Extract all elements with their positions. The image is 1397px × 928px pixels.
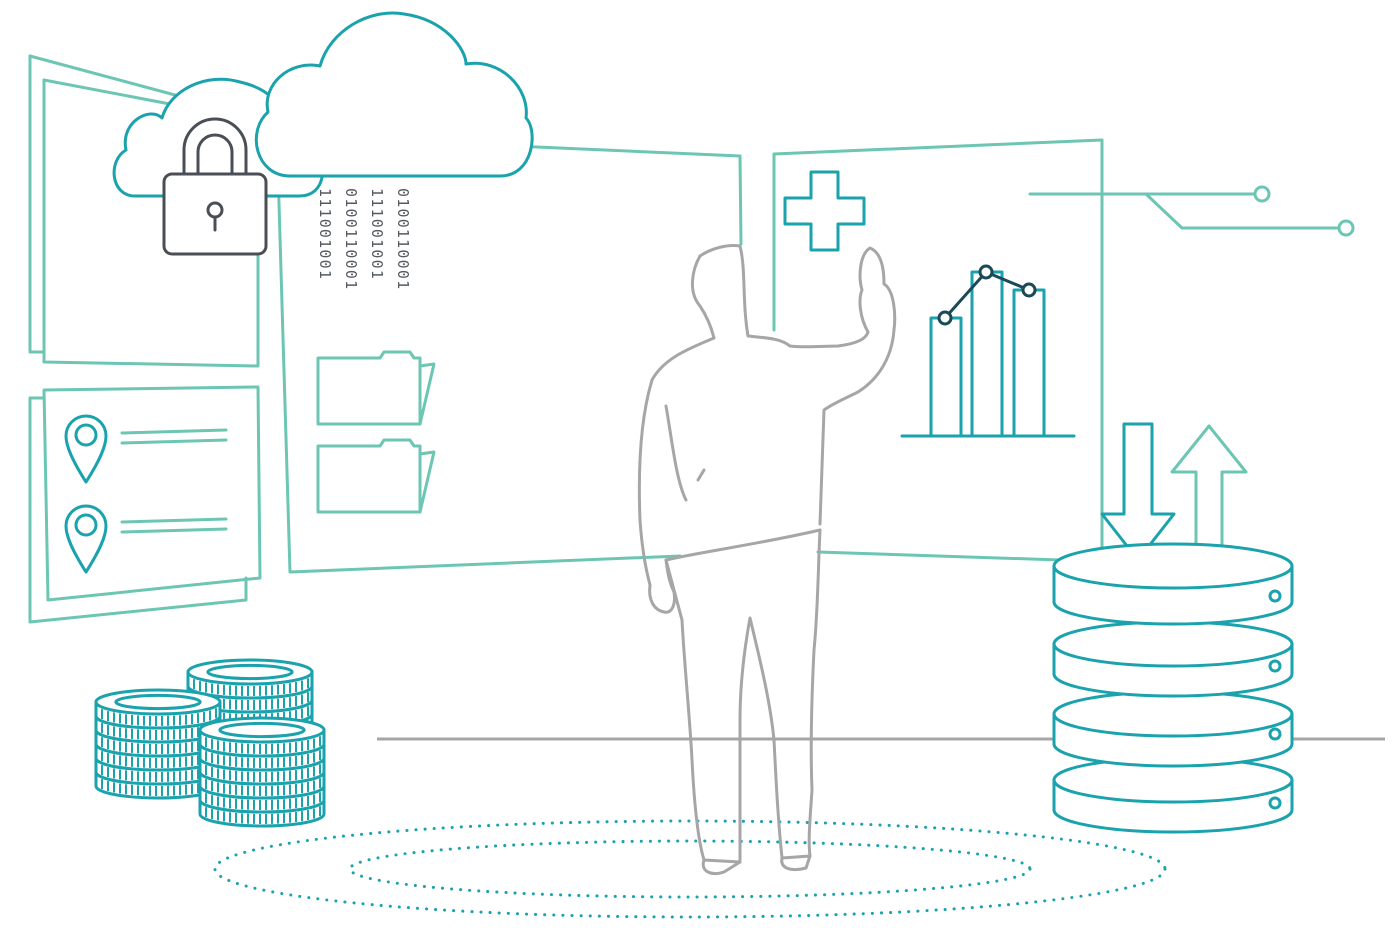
location-panel [28, 385, 262, 624]
binary-data: 0100110001 111001001 0100110001 11100100… [316, 188, 412, 290]
coin [198, 716, 326, 758]
coin-stack-icon [94, 658, 326, 828]
folder-icon [316, 438, 436, 514]
database-icon [1052, 542, 1294, 834]
download-arrow-icon [1100, 422, 1176, 562]
floor-ripple [213, 819, 1167, 919]
right-panel [772, 138, 1104, 562]
map-pin-icon [64, 504, 108, 574]
circuit-icon [1028, 185, 1355, 237]
coin [94, 688, 222, 730]
map-pin-icon [64, 414, 108, 484]
person-figure [637, 244, 897, 875]
padlock-icon [162, 117, 268, 256]
binary-column: 0100110001 [394, 188, 412, 290]
cloud-icon [254, 11, 534, 178]
binary-column: 111001001 [368, 188, 386, 280]
upload-arrow-icon [1170, 424, 1248, 562]
folder-icon [316, 350, 436, 426]
binary-column: 111001001 [316, 188, 334, 280]
plus-icon [783, 170, 866, 252]
center-panel [276, 144, 743, 574]
bar-chart-icon [900, 264, 1076, 438]
coin [186, 658, 314, 700]
binary-column: 0100110001 [342, 188, 360, 290]
